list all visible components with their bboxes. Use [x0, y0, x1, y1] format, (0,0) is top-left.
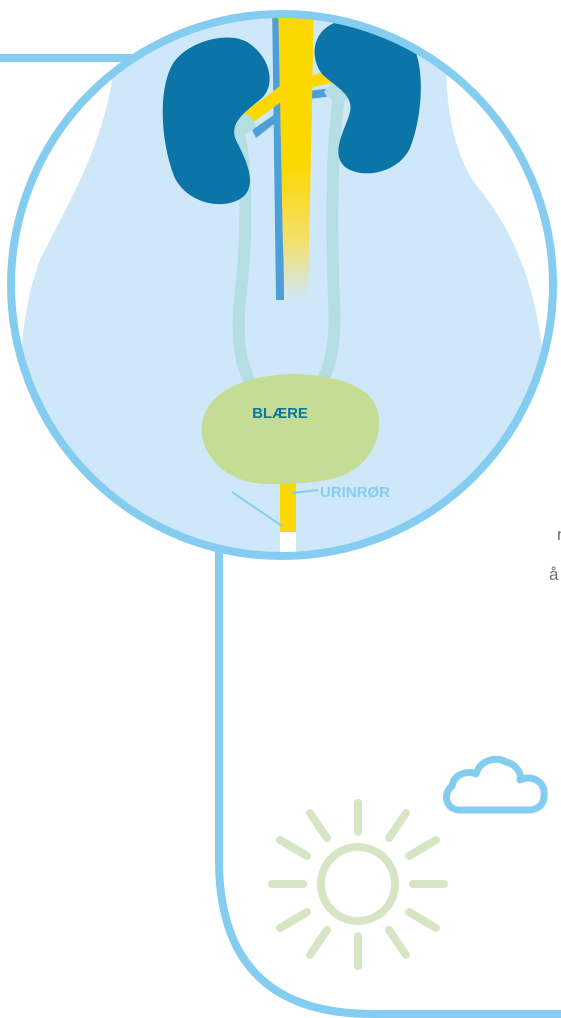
urethra-label: URINRØR: [320, 484, 390, 501]
frame-line-bottom: [215, 552, 561, 1018]
cloud-icon: [442, 755, 548, 814]
bladder-label: BLÆRE: [252, 405, 308, 422]
urethra-label-line: [291, 489, 319, 494]
partial-text-line-2: å: [549, 565, 559, 584]
aorta: [278, 14, 314, 300]
renal-vein-left: [252, 108, 284, 138]
urethra-lower: [280, 530, 296, 556]
partial-text-line-1: n: [557, 524, 561, 546]
magnifier-ring: [7, 10, 557, 560]
bladder: [201, 374, 380, 484]
magnified-view: [19, 14, 545, 556]
sun-icon: [268, 799, 448, 970]
ureter-right: [310, 84, 346, 396]
urethra: [280, 480, 296, 532]
kidney-right: [314, 19, 421, 174]
kidney-left: [162, 37, 270, 205]
urethra-pointer-line: [231, 491, 283, 527]
renal-artery-left: [242, 84, 284, 124]
